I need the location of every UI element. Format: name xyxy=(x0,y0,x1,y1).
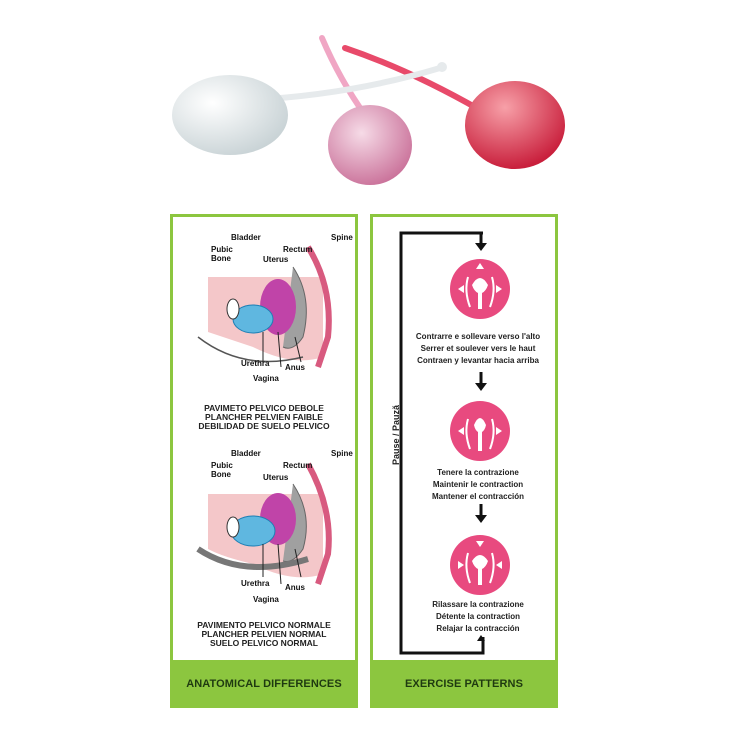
kegel-balls-image xyxy=(172,35,565,185)
label-bladder: Bladder xyxy=(231,233,261,242)
label-pubic-bone: Pubic Bone xyxy=(211,461,233,479)
label-urethra: Urethra xyxy=(241,359,270,368)
caption-normal: PAVIMENTO PELVICO NORMALE PLANCHER PELVI… xyxy=(197,620,331,648)
exercise-flow-arrows xyxy=(399,231,487,655)
anatomy-diagram-weak: Bladder Spine Pubic Bone Rectum Uterus U… xyxy=(183,227,353,397)
label-spine: Spine xyxy=(331,233,353,242)
red-ball xyxy=(465,81,565,169)
label-vagina: Vagina xyxy=(253,595,279,604)
label-rectum: Rectum xyxy=(283,245,313,254)
pelvic-anatomy-illustration xyxy=(197,245,332,368)
step-hold-text: Tenere la contrazione Maintenir le contr… xyxy=(431,468,525,501)
label-bladder: Bladder xyxy=(231,449,261,458)
label-pubic-bone: Pubic Bone xyxy=(211,245,233,263)
relax-contraction-icon xyxy=(450,535,510,595)
step-relax-text: Rilassare la contrazione Détente la cont… xyxy=(432,600,524,633)
anatomical-differences-title: ANATOMICAL DIFFERENCES xyxy=(170,660,358,708)
step-contract-text: Contrarre e sollevare verso l'alto Serre… xyxy=(415,332,541,365)
pelvic-anatomy-illustration xyxy=(196,462,332,585)
pink-ball xyxy=(328,105,412,185)
label-spine: Spine xyxy=(331,449,353,458)
caption-weak: PAVIMETO PELVICO DEBOLE PLANCHER PELVIEN… xyxy=(198,403,330,431)
anatomical-differences-panel: Bladder Spine Pubic Bone Rectum Uterus U… xyxy=(170,214,358,708)
anatomy-diagram-normal: Bladder Spine Pubic Bone Rectum Uterus U… xyxy=(183,449,353,619)
exercise-patterns-title: EXERCISE PATTERNS xyxy=(370,660,558,708)
contract-lift-icon xyxy=(450,259,510,319)
hold-contraction-icon xyxy=(450,401,510,461)
white-ball xyxy=(172,75,288,155)
label-uterus: Uterus xyxy=(263,255,289,264)
label-uterus: Uterus xyxy=(263,473,289,482)
label-vagina: Vagina xyxy=(253,374,279,383)
label-anus: Anus xyxy=(285,363,305,372)
exercise-patterns-panel: Pause / Pauză Contrarre e sollevare vers… xyxy=(370,214,558,708)
pause-label: Pause / Pauză xyxy=(391,404,401,465)
label-urethra: Urethra xyxy=(241,579,270,588)
label-rectum: Rectum xyxy=(283,461,313,470)
label-anus: Anus xyxy=(285,583,305,592)
